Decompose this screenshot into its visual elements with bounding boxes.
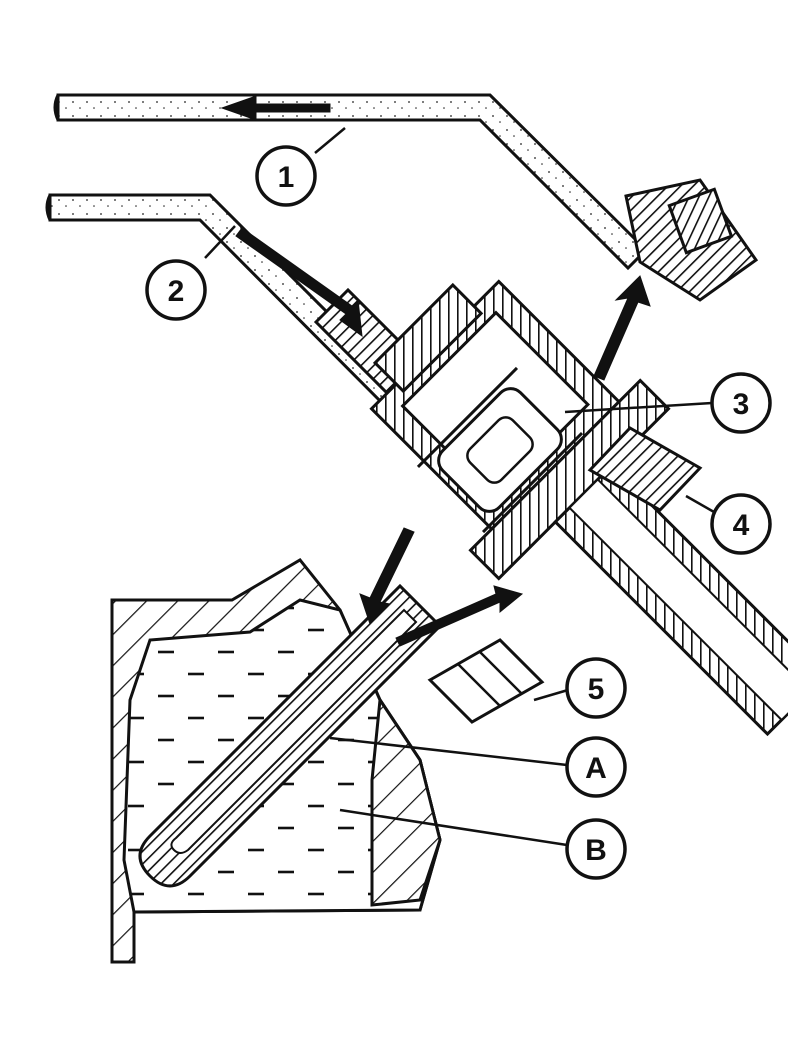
callout-label: B	[585, 834, 607, 867]
callout-5: 5	[565, 657, 627, 719]
callout-label: 3	[733, 388, 750, 421]
callout-label: A	[585, 752, 607, 785]
callout-label: 1	[278, 161, 295, 194]
immersion-tube-a	[138, 583, 443, 888]
inner-flow-arrow	[395, 585, 524, 647]
mounting-flange-4	[587, 426, 703, 512]
leader-lines	[204, 127, 715, 847]
down-flow-arrow	[359, 527, 415, 625]
outflow-arrow	[593, 275, 651, 381]
callout-2: 2	[145, 259, 207, 321]
callout-4: 4	[710, 493, 772, 555]
callout-b: B	[565, 818, 627, 880]
sensor-element-3	[416, 366, 584, 534]
hex-nut-5	[427, 638, 545, 724]
callout-a: A	[565, 736, 627, 798]
callout-label: 5	[588, 673, 605, 706]
callout-3: 3	[710, 372, 772, 434]
callout-label: 2	[168, 275, 185, 308]
callout-label: 4	[733, 509, 750, 542]
return-flow-arrow	[220, 95, 331, 121]
callout-1: 1	[255, 145, 317, 207]
return-pipe-1	[53, 93, 649, 271]
upper-union-nut	[624, 178, 759, 302]
flow-arrows	[220, 95, 651, 647]
supply-flow-arrow	[235, 227, 363, 338]
